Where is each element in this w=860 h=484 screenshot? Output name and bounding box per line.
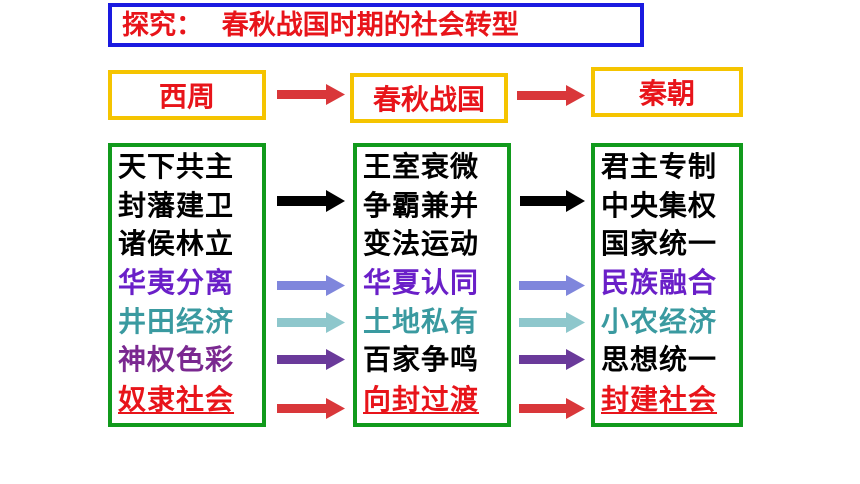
list-item: 王室衰微 <box>363 150 480 183</box>
list-item: 百家争鸣 <box>363 343 480 376</box>
column-qin-dynasty: 君主专制 中央集权 国家统一 民族融合 小农经济 思想统一 封建社会 <box>591 143 743 427</box>
title-box: 探究： 春秋战国时期的社会转型 <box>108 3 644 47</box>
right-arrow-icon <box>519 349 585 370</box>
right-arrow-icon <box>277 275 345 296</box>
list-item: 封建社会 <box>601 383 718 416</box>
right-arrow-icon <box>277 398 345 419</box>
page-title: 探究： 春秋战国时期的社会转型 <box>122 10 519 41</box>
right-arrow-icon <box>277 312 345 333</box>
list-item: 神权色彩 <box>118 343 235 376</box>
era-label-qin-dynasty: 秦朝 <box>638 77 695 110</box>
list-item: 民族融合 <box>601 266 718 299</box>
era-label-western-zhou: 西周 <box>158 80 215 113</box>
list-item: 小农经济 <box>601 305 718 338</box>
list-item: 君主专制 <box>601 150 718 183</box>
era-box-spring-autumn-warring-states: 春秋战国 <box>350 73 508 123</box>
list-item: 封藩建卫 <box>118 189 235 222</box>
right-arrow-icon <box>519 398 585 419</box>
list-item: 变法运动 <box>363 227 480 260</box>
era-box-western-zhou: 西周 <box>108 70 266 120</box>
right-arrow-icon <box>520 190 585 212</box>
right-arrow-icon <box>519 312 585 333</box>
era-box-qin-dynasty: 秦朝 <box>591 67 743 117</box>
list-item: 土地私有 <box>363 305 480 338</box>
right-arrow-icon <box>519 275 585 296</box>
list-item: 华夷分离 <box>118 266 235 299</box>
list-item: 奴隶社会 <box>118 383 235 416</box>
right-arrow-icon <box>517 85 585 106</box>
list-item: 诸侯林立 <box>118 227 235 260</box>
list-item: 天下共主 <box>118 150 235 183</box>
right-arrow-icon <box>277 190 345 212</box>
right-arrow-icon <box>277 349 345 370</box>
era-label-spring-autumn-warring-states: 春秋战国 <box>372 83 485 116</box>
column-spring-autumn-warring-states: 王室衰微 争霸兼并 变法运动 华夏认同 土地私有 百家争鸣 向封过渡 <box>353 143 511 427</box>
list-item: 国家统一 <box>601 227 718 260</box>
list-item: 争霸兼并 <box>363 189 480 222</box>
list-item: 思想统一 <box>601 343 718 376</box>
list-item: 井田经济 <box>118 305 235 338</box>
list-item: 中央集权 <box>601 189 718 222</box>
list-item: 华夏认同 <box>363 266 480 299</box>
column-western-zhou: 天下共主 封藩建卫 诸侯林立 华夷分离 井田经济 神权色彩 奴隶社会 <box>108 143 266 427</box>
right-arrow-icon <box>277 84 345 105</box>
list-item: 向封过渡 <box>363 383 480 416</box>
